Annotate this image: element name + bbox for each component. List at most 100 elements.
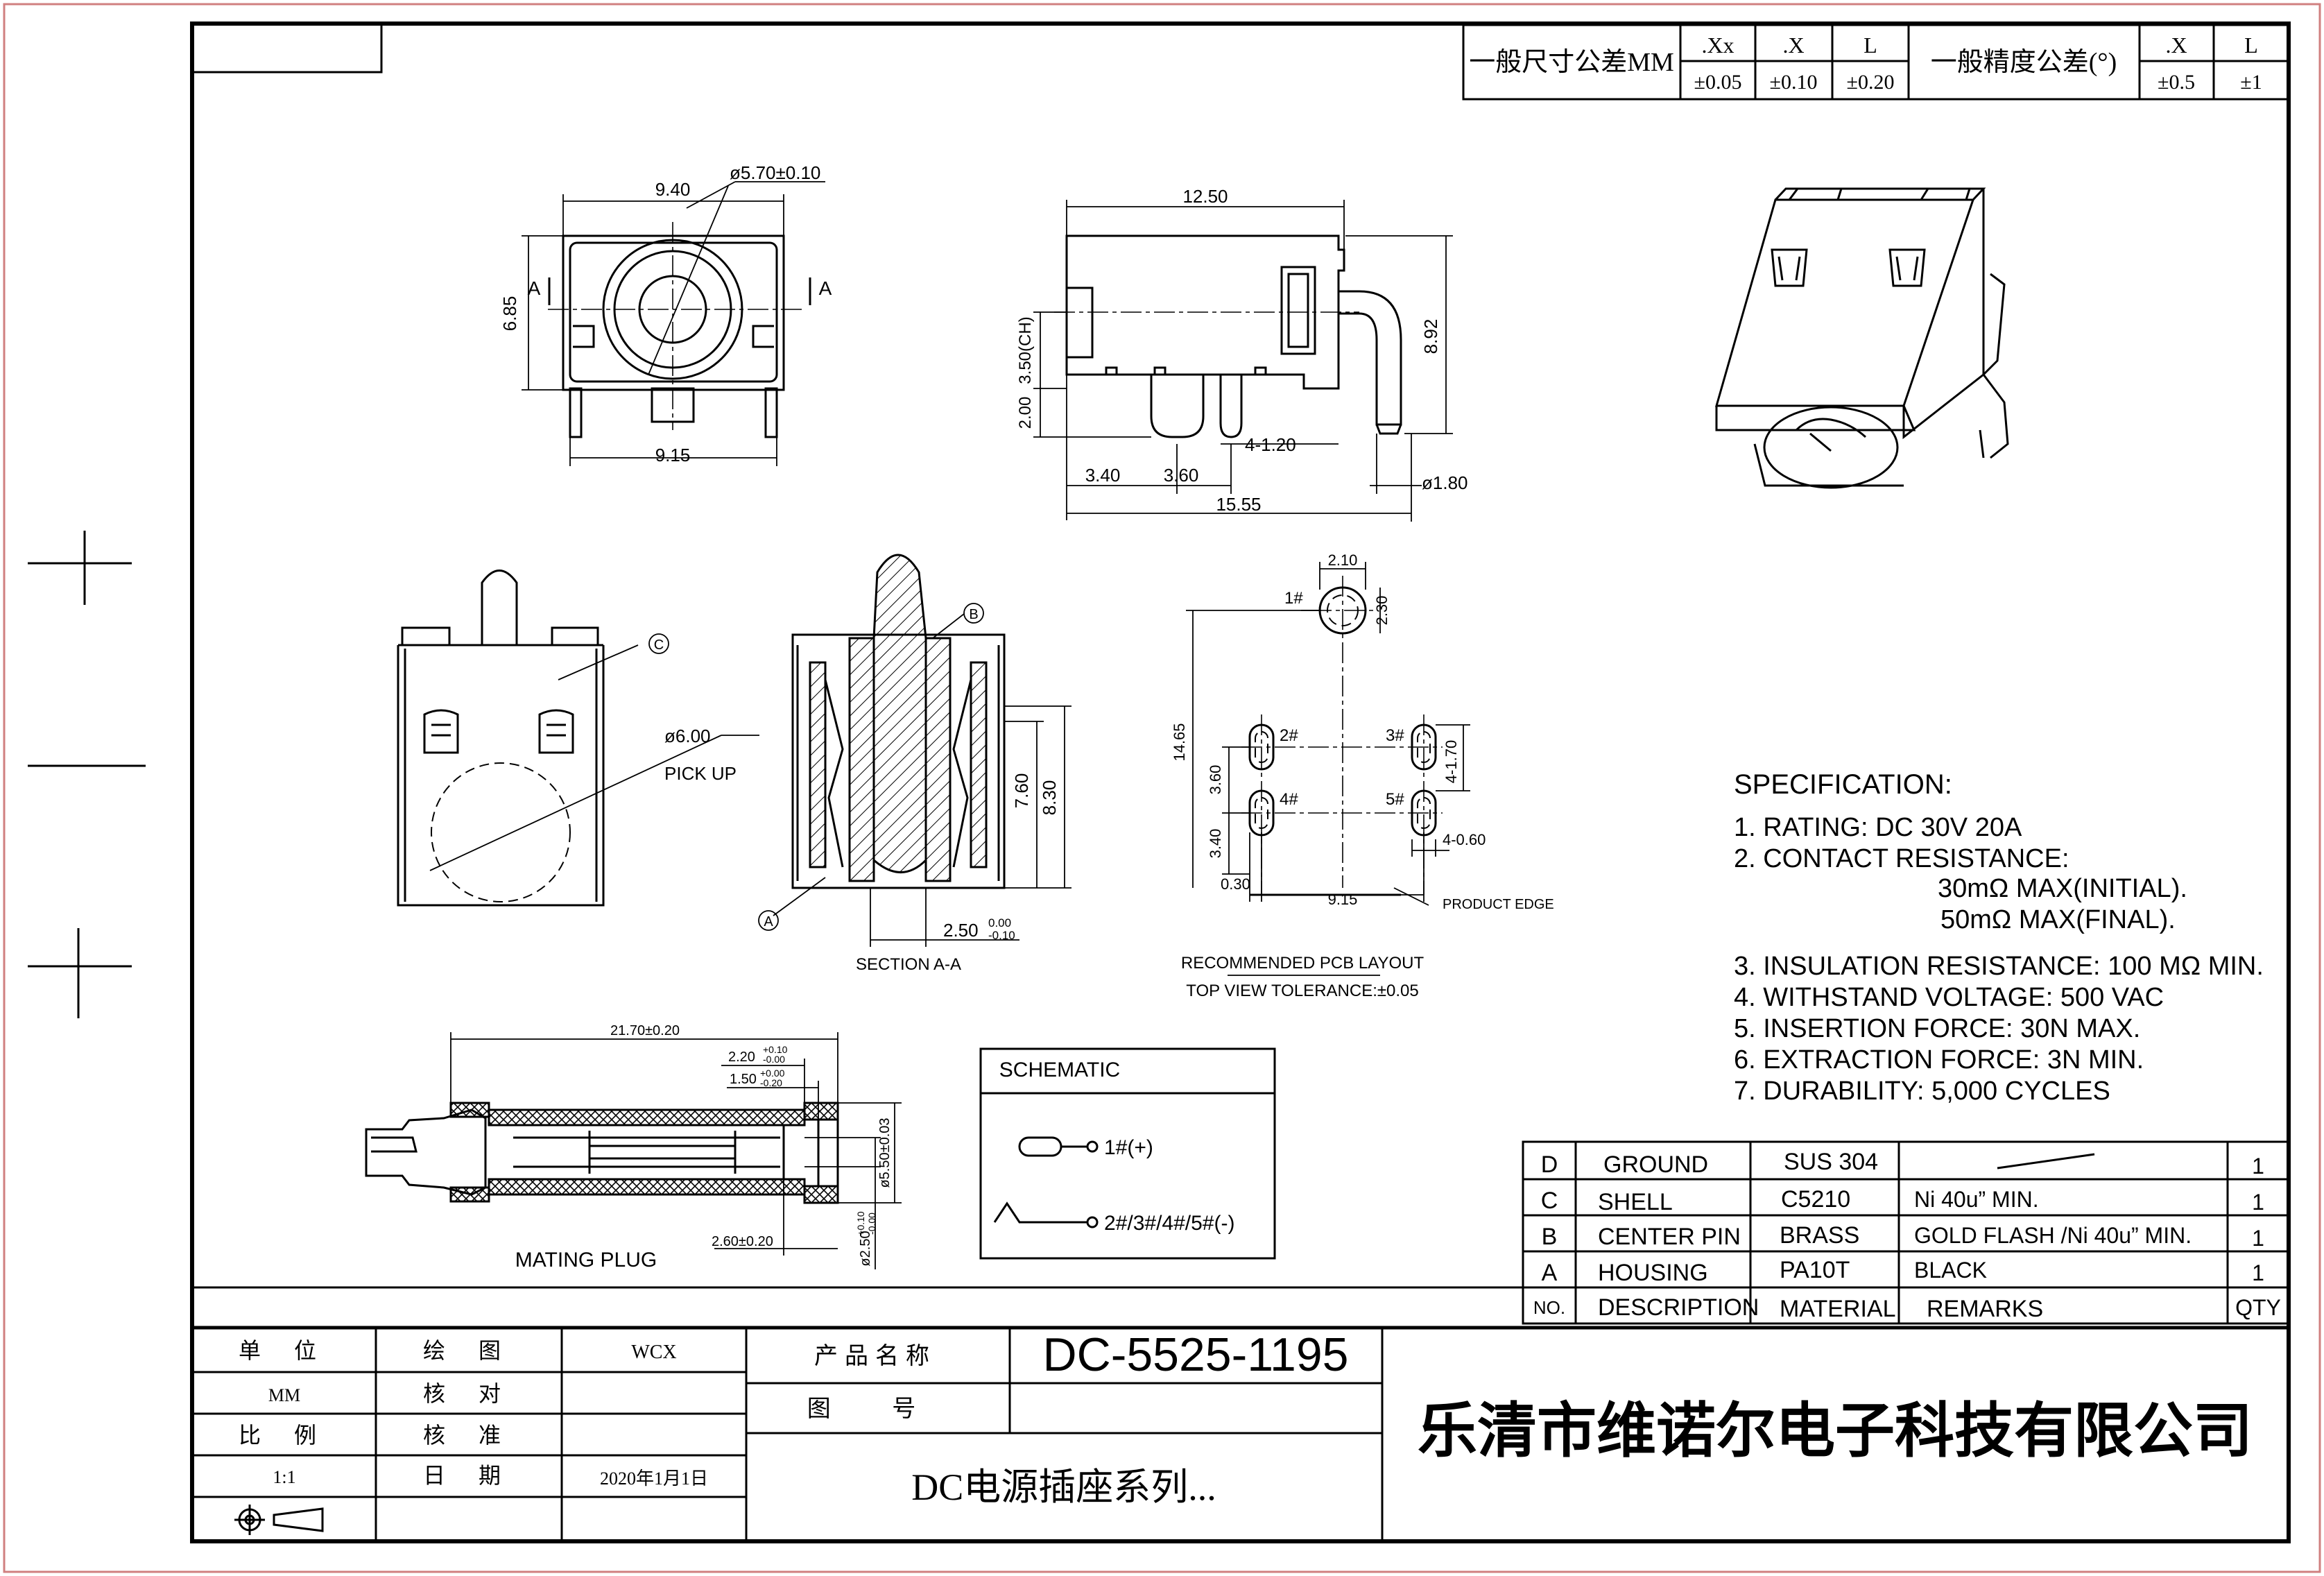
projection-symbol-icon	[234, 1505, 324, 1535]
pcb-v2: 3.40	[1207, 829, 1224, 859]
bom-h-qty: QTY	[2235, 1295, 2281, 1320]
pcb-p1: 1#	[1284, 589, 1303, 608]
spec-line-4: 50mΩ MAX(FINAL).	[1940, 905, 2176, 934]
tb-unit-value: MM	[268, 1385, 300, 1405]
tb-scale-value: 1:1	[273, 1467, 295, 1487]
pcb-off: 0.30	[1221, 875, 1250, 893]
mp-d2: 1.50	[730, 1072, 757, 1087]
pcb-p2: 2#	[1280, 726, 1298, 745]
tol-ang-h1: .X	[2165, 33, 2187, 58]
mating-plug: 21.70±0.20 2.20 +0.10 -0.00 1.50 +0.00 -…	[365, 1023, 902, 1271]
pu-dia: ø6.00	[664, 726, 711, 746]
sv-d2: 3.60	[1164, 465, 1199, 486]
bom-r2-qty: 1	[2252, 1190, 2264, 1215]
bom-r3-desc: CENTER PIN	[1598, 1224, 1741, 1250]
mp-d2-tol-dn: -0.20	[760, 1077, 782, 1088]
tb-product-value: DC-5525-1195	[1042, 1328, 1348, 1381]
pcb-tol: TOP VIEW TOLERANCE:±0.05	[1186, 982, 1419, 1000]
bom-h-no: NO.	[1533, 1297, 1565, 1318]
tol-dim-label: 一般尺寸公差MM	[1469, 48, 1674, 77]
pickup-view: ø6.00 PICK UP C	[397, 569, 759, 907]
pcb-top-h: 2.30	[1373, 596, 1391, 626]
tb-draw-label: 绘 图	[423, 1338, 515, 1363]
pcb-v1: 3.60	[1207, 765, 1224, 795]
spec-line-6: 4. WITHSTAND VOLTAGE: 500 VAC	[1734, 983, 2164, 1012]
sec-h1: 7.60	[1011, 773, 1032, 809]
bom-r4-rem: BLACK	[1914, 1258, 1987, 1283]
mp-d2-tol-up: +0.00	[760, 1068, 785, 1079]
bom-table: D GROUND SUS 304 1 C SHELL C5210 Ni 40u”…	[1522, 1140, 2290, 1325]
bom-r4-mat: PA10T	[1780, 1257, 1850, 1283]
title-block: 单 位 MM 比 例 1:1 绘 图 核 对 核 准 日 期 WCX 2020年…	[192, 1286, 2289, 1541]
pcb-s1: 4-1.70	[1443, 740, 1460, 783]
tb-draw-value: WCX	[631, 1342, 676, 1363]
bom-h-mat: MATERIAL	[1780, 1296, 1896, 1322]
bom-r1-desc: GROUND	[1603, 1151, 1708, 1178]
fv-dia: ø5.70±0.10	[730, 162, 820, 183]
mp-d1-tol-up: +0.10	[763, 1044, 788, 1055]
sec-balloon-b: B	[969, 607, 978, 622]
tolerance-block: 一般尺寸公差MM .Xx .X L ±0.05 ±0.10 ±0.20 一般精度…	[1462, 24, 2290, 101]
mp-title: MATING PLUG	[515, 1249, 657, 1271]
sch-title: SCHEMATIC	[999, 1059, 1120, 1081]
registration-marks	[28, 531, 146, 1018]
bom-r3-qty: 1	[2252, 1226, 2264, 1251]
tol-ang-v1: ±0.5	[2158, 71, 2195, 94]
tol-angle-label: 一般精度公差(°)	[1931, 48, 2117, 77]
mp-d3: 2.60±0.20	[712, 1234, 773, 1249]
tol-dim-v2: ±0.10	[1770, 71, 1818, 94]
sv-d1: 3.40	[1085, 465, 1121, 486]
sec-balloon-a: A	[764, 914, 773, 930]
bom-r2-rem: Ni 40u” MIN.	[1914, 1187, 2039, 1212]
tb-product-label: 产品名称	[814, 1343, 936, 1369]
mp-id-tol-dn: -0.00	[866, 1213, 877, 1235]
pcb-w: 9.15	[1328, 891, 1358, 908]
sch-pin1: 1#(+)	[1104, 1136, 1153, 1159]
spec-line-1: 1. RATING: DC 30V 20A	[1734, 813, 2022, 842]
sv-dia: ø1.80	[1422, 472, 1468, 493]
tol-ang-v2: ±1	[2240, 71, 2262, 94]
pcb-p5: 5#	[1386, 790, 1404, 809]
sv-top: 12.50	[1182, 186, 1228, 207]
bom-r2-mat: C5210	[1781, 1186, 1850, 1213]
sv-pin-h: 2.00	[1016, 397, 1035, 429]
frame-border	[190, 22, 2291, 1543]
tb-series: DC电源插座系列...	[911, 1466, 1216, 1508]
bom-r2-desc: SHELL	[1598, 1189, 1673, 1215]
bom-r3-mat: BRASS	[1780, 1222, 1859, 1249]
bom-r4-qty: 1	[2252, 1260, 2264, 1285]
mp-id-tol-up: +0.10	[855, 1211, 866, 1236]
tol-dim-v3: ±0.20	[1847, 71, 1895, 94]
bom-r2-no: C	[1541, 1188, 1558, 1214]
sch-pin2: 2#/3#/4#/5#(-)	[1104, 1212, 1234, 1235]
bom-h-desc: DESCRIPTION	[1598, 1294, 1759, 1321]
pcb-p4: 4#	[1280, 790, 1298, 809]
tb-check-label: 核 对	[423, 1381, 515, 1406]
pcb-title: RECOMMENDED PCB LAYOUT	[1181, 954, 1424, 973]
bom-r1-mat: SUS 304	[1784, 1149, 1878, 1175]
fv-sec-left: A	[528, 277, 541, 299]
tb-scale-label: 比 例	[239, 1423, 330, 1448]
section-view: 7.60 8.30 2.50 0.00 -0.10 SECTION A-A B …	[758, 554, 1071, 974]
mp-id: ø2.50	[858, 1231, 873, 1266]
spec-line-2: 2. CONTACT RESISTANCE:	[1734, 844, 2069, 873]
spec-line-5: 3. INSULATION RESISTANCE: 100 MΩ MIN.	[1734, 952, 2264, 981]
schematic: SCHEMATIC 1#(+) 2#/3#/4#/5#(-)	[979, 1047, 1276, 1260]
tb-date-label: 日 期	[423, 1463, 515, 1488]
bom-r3-no: B	[1542, 1224, 1558, 1250]
spec-line-8: 6. EXTRACTION FORCE: 3N MIN.	[1734, 1045, 2144, 1074]
bom-r1-no: D	[1541, 1151, 1558, 1178]
corner-box	[191, 22, 383, 74]
sec-h2: 8.30	[1039, 780, 1060, 816]
pcb-s2: 4-0.60	[1443, 831, 1486, 848]
fv-bottom: 9.15	[655, 445, 691, 465]
mp-od: ø5.50±0.03	[877, 1117, 893, 1188]
fv-width: 9.40	[655, 179, 691, 200]
mp-d1-tol-dn: -0.00	[763, 1054, 785, 1065]
bom-h-rem: REMARKS	[1927, 1296, 2043, 1322]
pcb-top-w: 2.10	[1328, 551, 1358, 569]
bom-r1-qty: 1	[2252, 1154, 2264, 1179]
sv-ch: 3.50(CH)	[1016, 316, 1035, 384]
fv-sec-right: A	[819, 277, 832, 299]
tol-dim-h1: .Xx	[1701, 33, 1734, 58]
